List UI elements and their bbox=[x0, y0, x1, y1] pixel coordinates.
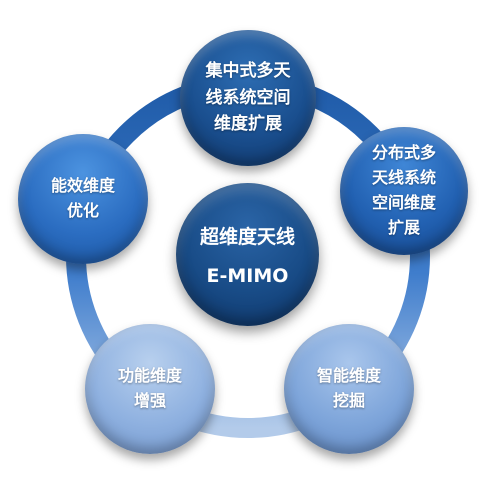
node-energy-efficiency: 能效维度 优化 bbox=[18, 134, 148, 264]
center-title: 超维度天线 bbox=[199, 226, 295, 248]
node-energy-efficiency-label: 能效维度 优化 bbox=[50, 176, 115, 220]
node-intelligence-mining: 智能维度 挖掘 bbox=[284, 324, 414, 454]
center-subtitle: E-MIMO bbox=[206, 265, 289, 287]
node-centralized-mimo: 集中式多天 线系统空间 维度扩展 bbox=[180, 30, 316, 166]
center-node: 超维度天线 E-MIMO bbox=[176, 183, 319, 326]
node-distributed-mimo-label: 分布式多 天线系统 空间维度 扩展 bbox=[371, 143, 436, 237]
node-function-enhancement-label: 功能维度 增强 bbox=[117, 366, 182, 410]
node-intelligence-mining-label: 智能维度 挖掘 bbox=[316, 366, 381, 410]
node-function-enhancement: 功能维度 增强 bbox=[85, 324, 215, 454]
node-distributed-mimo: 分布式多 天线系统 空间维度 扩展 bbox=[340, 127, 468, 255]
node-centralized-mimo-label: 集中式多天 线系统空间 维度扩展 bbox=[205, 61, 291, 135]
